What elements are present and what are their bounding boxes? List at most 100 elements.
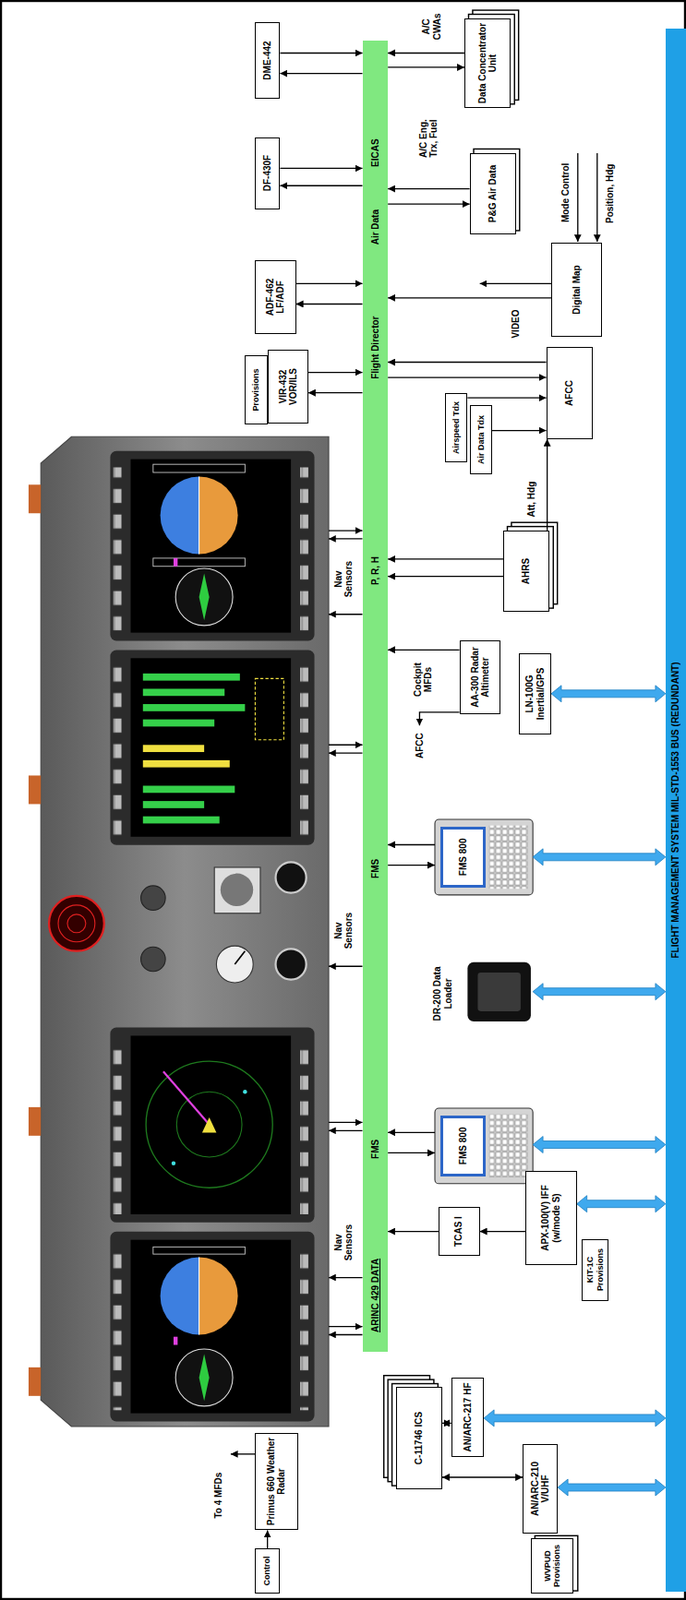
annotation-label: AFCC xyxy=(411,727,429,765)
illustration-part xyxy=(113,1247,122,1411)
connector xyxy=(387,361,546,363)
node-text: Digital Map xyxy=(552,243,602,337)
node-text: C-11746 ICS xyxy=(397,1388,442,1490)
connector xyxy=(387,188,470,190)
illustration-part xyxy=(276,949,307,980)
node-text: VIR-432 VOR/ILS xyxy=(268,350,308,423)
illustration-part xyxy=(216,946,253,984)
connector xyxy=(387,844,435,846)
avionics-unit-box: KIT-1C Provisions xyxy=(581,1239,609,1301)
node-text: Provisions xyxy=(245,356,266,424)
connector xyxy=(279,185,362,187)
illustration-part xyxy=(419,712,459,726)
illustration-part xyxy=(176,1092,242,1158)
illustration-part xyxy=(328,538,362,540)
illustration-part xyxy=(175,568,233,626)
illustration-part xyxy=(67,914,86,934)
illustration-part xyxy=(328,1335,362,1336)
illustration-part xyxy=(328,1122,362,1124)
connector xyxy=(387,1132,435,1134)
connector xyxy=(532,1137,666,1155)
connector xyxy=(483,1410,666,1428)
node-text: TCAS I xyxy=(439,1208,479,1256)
illustration-part xyxy=(434,1108,533,1185)
illustration-part xyxy=(328,1131,362,1132)
illustration-part xyxy=(199,1354,210,1402)
node-text: DF-430F xyxy=(255,138,279,208)
illustration-part xyxy=(153,464,246,473)
illustration-part xyxy=(214,867,261,915)
node-text: AFCC xyxy=(547,348,592,439)
illustration-part xyxy=(160,1257,200,1336)
illustration-part xyxy=(109,1028,314,1224)
illustration-part xyxy=(153,558,246,567)
connector xyxy=(387,865,435,867)
illustration-part xyxy=(143,745,205,753)
illustration-part xyxy=(40,436,329,1428)
illustration-part xyxy=(109,451,314,642)
node-text: KIT-1C Provisions xyxy=(582,1240,608,1300)
illustration-part xyxy=(145,1061,273,1189)
annotation-label: A/C Eng. Trx, Fuel xyxy=(408,109,449,168)
illustration-part xyxy=(113,663,122,838)
illustration-part xyxy=(199,476,239,554)
illustration-part xyxy=(480,283,552,285)
avionics-unit-box: Provisions xyxy=(244,355,267,425)
node-text: DR-200 Data Loader xyxy=(426,964,459,1024)
avionics-unit-box: VIR-432 VOR/ILS xyxy=(267,349,309,424)
node-text: AN/ARC-210 V/UHF xyxy=(523,1445,557,1534)
node-text: AHRS xyxy=(504,531,549,612)
avionics-unit-box: FMS 800 xyxy=(434,819,533,896)
node-text: P&G Air Data xyxy=(470,154,516,234)
illustration-part xyxy=(109,649,314,845)
connector xyxy=(308,392,363,394)
annotation-label: Position, Hdg xyxy=(601,153,619,235)
illustration-part xyxy=(173,558,178,567)
avionics-unit-box: Airspeed Tdx xyxy=(445,393,468,463)
illustration-part xyxy=(577,153,578,242)
annotation-label: A/C CWAs xyxy=(416,6,447,48)
illustration-part xyxy=(143,720,215,728)
illustration-part xyxy=(328,966,362,968)
illustration-part xyxy=(131,658,292,838)
node-text: APX-100(V) IFF (w/mode S) xyxy=(526,1172,576,1265)
avionics-unit-box: P&G Air Data xyxy=(469,153,517,235)
connector-label: Att, Hdg xyxy=(522,471,542,528)
illustration-part xyxy=(300,1041,309,1216)
node-text: Control xyxy=(255,1550,279,1594)
illustration-part xyxy=(328,1277,362,1279)
connector xyxy=(467,397,546,399)
illustration-part xyxy=(384,10,578,1592)
connector xyxy=(577,1196,666,1214)
node-text: FMS xyxy=(364,852,386,885)
connector xyxy=(442,1477,523,1479)
illustration-part xyxy=(300,467,309,631)
illustration-part xyxy=(143,760,230,769)
node-text: FMS 800 xyxy=(440,827,486,889)
avionics-unit-box: DR-200 Data Loader xyxy=(426,959,533,1026)
illustration-part xyxy=(175,1349,233,1408)
illustration-part xyxy=(328,752,362,754)
node-text: WVPUD Provisions xyxy=(531,1540,573,1594)
illustration-part xyxy=(163,1071,210,1126)
annotation-label: Nav Sensors xyxy=(330,551,358,608)
illustration-part xyxy=(234,951,245,965)
node-text: FMS xyxy=(364,1132,386,1166)
connector xyxy=(557,1480,666,1497)
node-text: AA-300 Radar Altimeter xyxy=(460,641,500,714)
avionics-unit-box: Data Concentrator Unit xyxy=(464,18,511,109)
connector xyxy=(546,439,548,531)
illustration-part xyxy=(153,1247,246,1255)
connector xyxy=(387,576,504,578)
connector xyxy=(492,430,547,432)
node-text: Airspeed Tdx xyxy=(445,394,467,462)
node-text: P, R, H xyxy=(364,546,386,596)
connector xyxy=(387,376,546,378)
illustration-part xyxy=(242,1090,247,1095)
connector xyxy=(279,72,362,74)
avionics-unit-box: AFCC xyxy=(546,347,593,440)
illustration-part xyxy=(489,1115,529,1180)
